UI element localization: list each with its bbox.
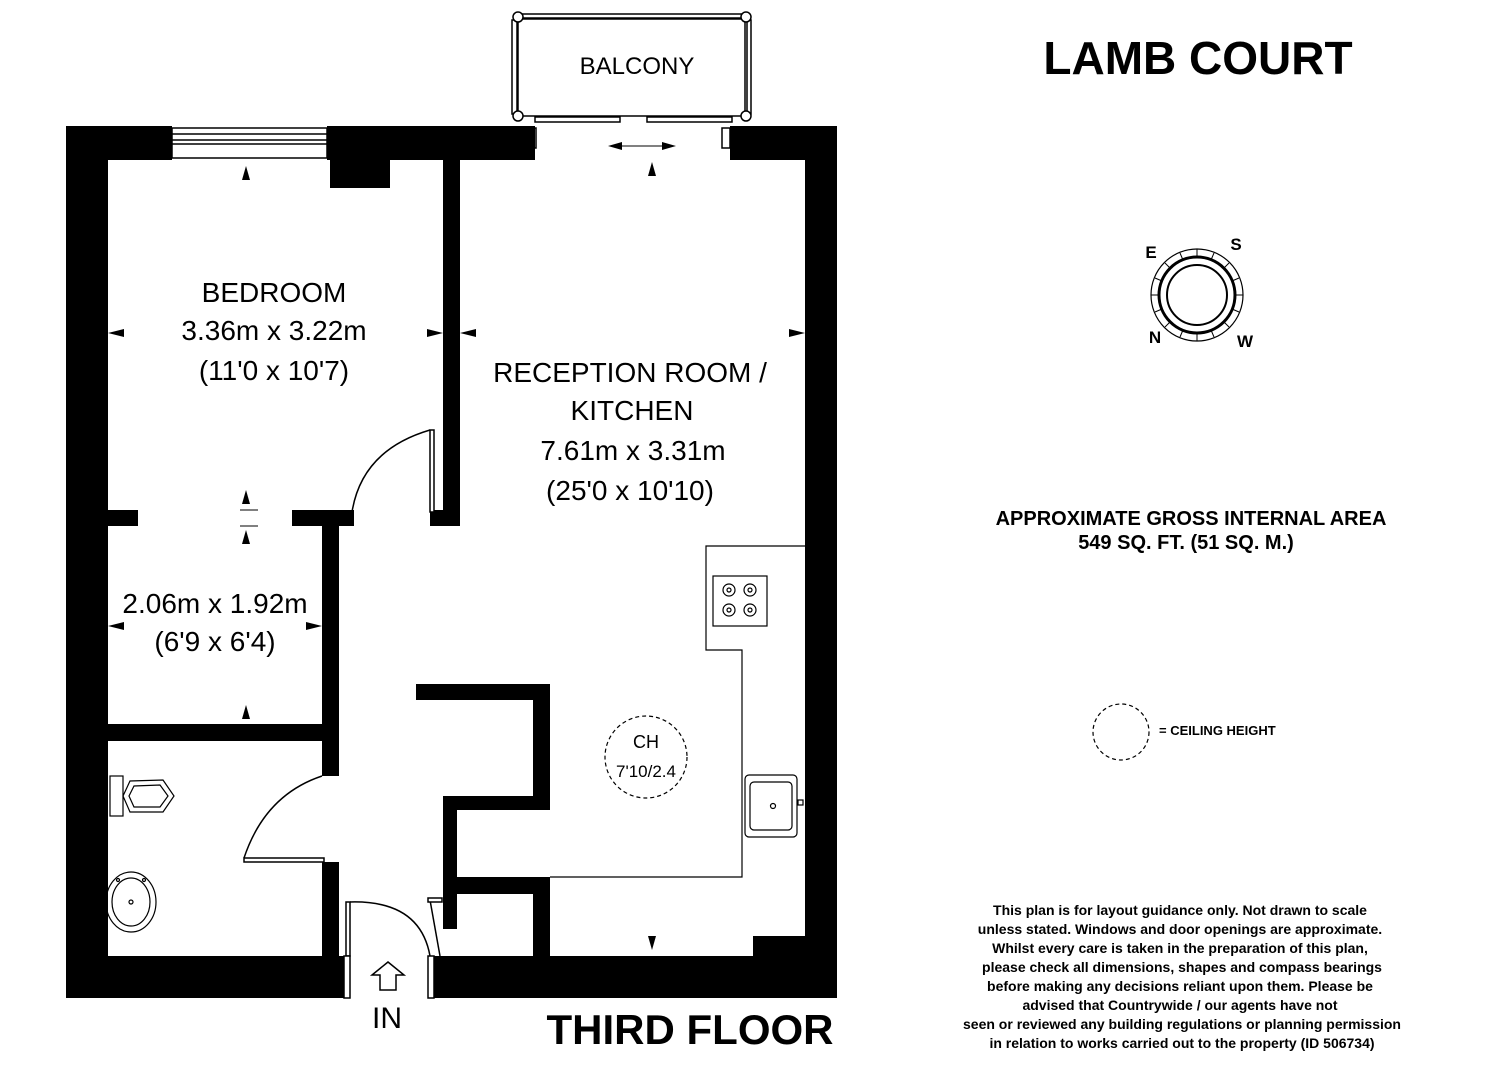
ceiling-height-value: 7'10/2.4 <box>616 762 676 781</box>
reception-metric: 7.61m x 3.31m <box>540 435 725 466</box>
balcony-label: BALCONY <box>580 53 695 80</box>
floor-label: THIRD FLOOR <box>547 1006 834 1053</box>
area-title: APPROXIMATE GROSS INTERNAL AREA <box>996 508 1387 530</box>
legend-ceiling-circle <box>1092 703 1150 761</box>
disclaimer: This plan is for layout guidance only. N… <box>963 902 1401 1051</box>
toilet <box>109 775 175 817</box>
reception-name-2: KITCHEN <box>571 395 694 426</box>
entrance-arrow-icon <box>369 961 407 991</box>
reception-name-1: RECEPTION ROOM / <box>493 357 767 388</box>
ceiling-height-circle <box>604 715 688 799</box>
reception-imperial: (25'0 x 10'10) <box>546 475 714 506</box>
disclaimer-line: please check all dimensions, shapes and … <box>982 959 1382 975</box>
bedroom-name: BEDROOM <box>202 277 347 308</box>
legend-ceiling-label: = CEILING HEIGHT <box>1159 723 1276 738</box>
compass-label-e: E <box>1145 243 1156 262</box>
bedroom-window <box>171 127 328 159</box>
ceiling-height-label: CH <box>633 732 659 752</box>
bedroom-imperial: (11'0 x 10'7) <box>199 355 349 386</box>
disclaimer-line: in relation to works carried out to the … <box>989 1035 1374 1051</box>
compass-label-s: S <box>1230 235 1241 254</box>
area-value: 549 SQ. FT. (51 SQ. M.) <box>1078 532 1294 554</box>
building-name: LAMB COURT <box>1043 32 1352 84</box>
disclaimer-line: seen or reviewed any building regulation… <box>963 1016 1401 1032</box>
disclaimer-line: unless stated. Windows and door openings… <box>978 921 1382 937</box>
doors <box>243 429 443 999</box>
disclaimer-line: advised that Countrywide / our agents ha… <box>1022 997 1337 1013</box>
small-room-metric: 2.06m x 1.92m <box>122 588 307 619</box>
compass-label-n: N <box>1149 328 1161 347</box>
compass-label-w: W <box>1237 332 1254 351</box>
kitchen-sink <box>744 774 804 838</box>
kitchen-worktop <box>550 545 805 878</box>
entrance-label: IN <box>372 1002 402 1035</box>
dimension-arrows <box>108 142 805 950</box>
compass-icon <box>1150 248 1244 342</box>
walls <box>66 126 837 998</box>
disclaimer-line: before making any decisions reliant upon… <box>987 978 1373 994</box>
bedroom-metric: 3.36m x 3.22m <box>181 315 366 346</box>
balcony <box>511 11 752 149</box>
disclaimer-line: Whilst every care is taken in the prepar… <box>992 940 1368 956</box>
dimension-lines <box>240 145 662 527</box>
hob <box>712 575 768 627</box>
disclaimer-line: This plan is for layout guidance only. N… <box>993 902 1367 918</box>
small-room-imperial: (6'9 x 6'4) <box>154 626 275 657</box>
washbasin <box>105 871 157 933</box>
